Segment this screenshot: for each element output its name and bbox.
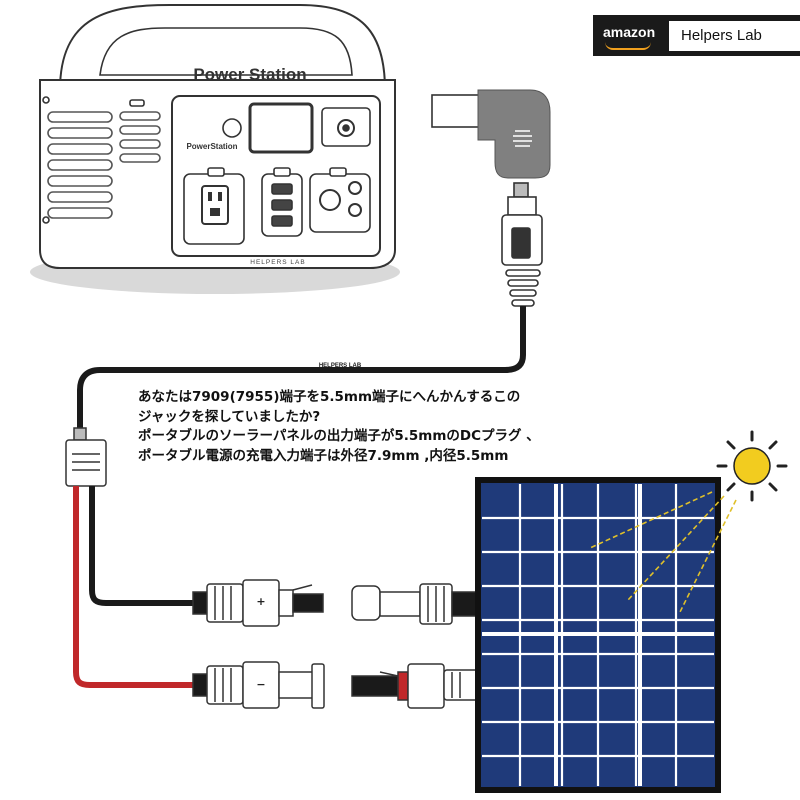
mc4-connector-right-bottom bbox=[351, 663, 489, 709]
cable-label: HELPERS LAB bbox=[319, 363, 362, 369]
side-vents bbox=[47, 111, 161, 219]
description-line: ジャックを探していましたか? bbox=[138, 408, 321, 425]
description-line: あなたは7909(7955)端子を5.5mm端子にへんかんするこの bbox=[138, 389, 521, 405]
dc-plug bbox=[501, 182, 543, 307]
brand-name-box: Helpers Lab bbox=[669, 21, 800, 51]
main-cable bbox=[77, 306, 526, 428]
amazon-logo: amazon bbox=[603, 24, 656, 40]
description: あなたは7909(7955)端子を5.5mm端子にへんかんするこの ジャックを探… bbox=[138, 388, 658, 466]
power-station bbox=[30, 4, 400, 294]
plus-mark-left: + bbox=[256, 595, 265, 608]
station-title: Power Station bbox=[193, 65, 306, 84]
amazon-smile-icon bbox=[605, 42, 651, 50]
brand-name: Helpers Lab bbox=[681, 27, 762, 44]
mc4-connector-positive-left bbox=[192, 579, 324, 627]
y-splitter bbox=[65, 427, 107, 487]
brand-badge: amazon Helpers Lab bbox=[593, 15, 800, 56]
red-cable bbox=[73, 486, 205, 688]
dc-adapter bbox=[431, 89, 551, 179]
description-line: ポータブルのソーラーパネルの出力端子が5.5mmのDCプラグ 、 bbox=[138, 428, 540, 444]
minus-mark-left: − bbox=[256, 678, 265, 691]
station-panel-logo: PowerStation bbox=[186, 142, 237, 151]
description-line: ポータブル電源の充電入力端子は外径7.9mm ,内径5.5mm bbox=[138, 447, 509, 464]
station-footer-mark: HELPERS LAB bbox=[250, 259, 305, 266]
mc4-connector-negative-left bbox=[192, 661, 325, 709]
solar-panel bbox=[475, 477, 737, 793]
sun-icon bbox=[716, 430, 788, 502]
black-cable bbox=[89, 486, 205, 606]
mc4-connector-right-top bbox=[351, 583, 487, 625]
